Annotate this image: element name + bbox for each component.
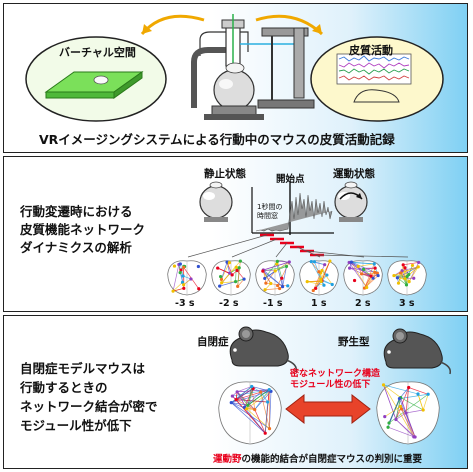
vr-imaging-panel: バーチャル空間 皮質活動 VRイメージングシステムによる行動中のマウスの皮質活動… (3, 3, 468, 153)
comparison-double-arrow-icon (285, 393, 371, 425)
motor-cortex-highlight: 運動野 (213, 454, 242, 465)
autism-network-brain (218, 381, 282, 445)
bottom-note-rest: の機能的結合が自閉症マウスの判別に重要 (241, 454, 423, 465)
time-label-minus-1: -1 s (263, 298, 283, 309)
transition-diagram (167, 181, 427, 296)
arrow-to-virtual-icon (140, 14, 205, 35)
highlight-line-2: モジュール性の低下 (290, 380, 371, 390)
autism-label: 自閉症 (197, 336, 229, 348)
panel1-caption: VRイメージングシステムによる行動中のマウスの皮質活動記録 (39, 132, 395, 147)
time-label-minus-2: -2 s (219, 298, 239, 309)
time-label-1: 1 s (311, 298, 327, 309)
virtual-space-label: バーチャル空間 (59, 46, 136, 59)
vr-rig-icon (191, 14, 315, 120)
panel3-body-line-3: ネットワーク結合が密で (20, 399, 158, 414)
speed-trace (255, 192, 333, 232)
rest-ball-icon (199, 181, 233, 222)
onset-label: 開始点 (276, 174, 305, 185)
cortical-activity-label: 皮質活動 (349, 44, 393, 57)
window-label-line-2: 時間窓 (257, 212, 278, 220)
vr-setup-illustration (25, 14, 444, 122)
network-dynamics-panel: 行動変遷時における 皮質機能ネットワーク ダイナミクスの解析 静止状態 運動状態… (3, 156, 468, 312)
network-brain-3 (255, 259, 295, 296)
wildtype-mouse-icon (383, 328, 452, 375)
run-state-label: 運動状態 (333, 168, 375, 180)
autism-mouse-icon (229, 326, 298, 373)
brain-outline-icon (353, 89, 400, 103)
rest-state-label: 静止状態 (204, 168, 246, 180)
wildtype-network-brain (376, 381, 440, 445)
virtual-mouse-icon (93, 75, 109, 85)
network-brain-6 (387, 260, 427, 296)
panel2-heading-line-2: 皮質機能ネットワーク (20, 222, 146, 237)
window-label-line-1: 1秒間の (257, 203, 283, 211)
panel2-heading-line-3: ダイナミクスの解析 (20, 240, 132, 255)
time-label-3: 3 s (399, 298, 415, 309)
comparison-diagram (218, 326, 452, 445)
panel2-heading-line-1: 行動変遷時における (20, 204, 133, 219)
bottom-note: 運動野の機能的結合が自閉症マウスの判別に重要 (213, 451, 422, 465)
panel3-body-line-2: 行動するときの (20, 380, 108, 395)
highlight-line-1: 密なネットワーク構造 (290, 369, 381, 379)
wildtype-label: 野生型 (338, 336, 370, 348)
network-brain-5 (343, 260, 383, 296)
panel3-body-line-4: モジュール性が低下 (20, 418, 132, 433)
time-label-2: 2 s (355, 298, 371, 309)
run-ball-icon (334, 181, 368, 222)
panel3-body-line-1: 自閉症モデルマウスは (20, 361, 146, 376)
network-brain-1 (167, 260, 207, 296)
time-label-minus-3: -3 s (175, 298, 195, 309)
network-brain-2 (211, 259, 251, 296)
network-brain-4 (299, 259, 339, 296)
autism-comparison-panel: 自閉症モデルマウスは 行動するときの ネットワーク結合が密で モジュール性が低下… (3, 315, 468, 469)
